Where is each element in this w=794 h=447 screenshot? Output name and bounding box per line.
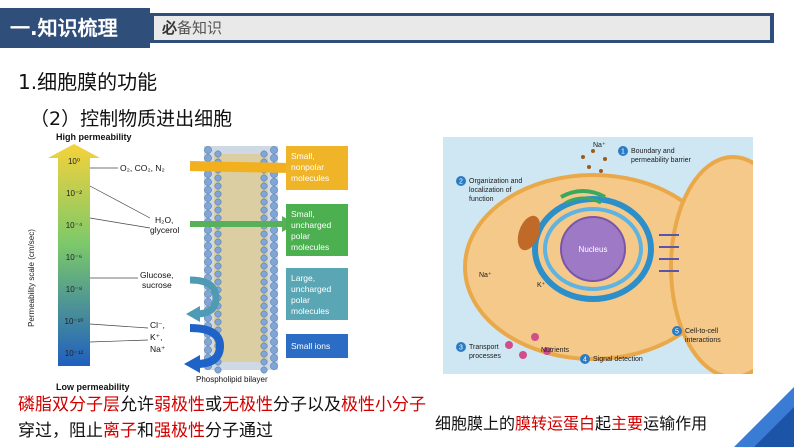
label-celltocell-2: interactions bbox=[685, 337, 721, 344]
section-title: 一.知识梳理 bbox=[0, 8, 150, 48]
badge-3: 3 bbox=[459, 345, 463, 352]
subtitle-bar: 必备知识 bbox=[150, 13, 774, 43]
header-bar: 一.知识梳理 必备知识 bbox=[0, 8, 794, 48]
caption-left: 磷脂双分子层允许弱极性或无极性分子以及极性小分子穿过，阻止离子和强极性分子通过 bbox=[18, 392, 428, 444]
label-signal: Signal detection bbox=[593, 356, 643, 363]
heading: 1.细胞膜的功能 bbox=[18, 66, 157, 95]
label-organization-3: function bbox=[469, 196, 494, 203]
ion-na: Na⁺ bbox=[150, 344, 166, 354]
ion-cl: Cl⁻, bbox=[150, 320, 165, 330]
label-boundary-1: Boundary and bbox=[631, 148, 675, 155]
box-nonpolar-line-1: Small, bbox=[291, 151, 315, 161]
label-celltocell-1: Cell-to-cell bbox=[685, 328, 719, 335]
label-na-top: Na⁺ bbox=[593, 142, 606, 149]
caption-right: 细胞膜上的膜转运蛋白起主要运输作用 bbox=[435, 410, 707, 434]
low-permeability-label: Low permeability bbox=[56, 382, 130, 392]
caption-right-part-4: 运输作用 bbox=[643, 414, 707, 433]
nucleus-label: Nucleus bbox=[579, 245, 608, 254]
molecule-gases: O₂, CO₂, N₂ bbox=[120, 163, 165, 173]
arrow-ions-head bbox=[184, 355, 200, 373]
caption-left-part-0: 磷脂双分子层 bbox=[18, 395, 120, 415]
box-large-line-3: polar bbox=[291, 295, 310, 305]
subtitle-bold: 必 bbox=[162, 19, 177, 37]
badge-2: 2 bbox=[459, 179, 463, 186]
caption-left-part-7: 穿过，阻止 bbox=[18, 421, 103, 441]
tick-2: 10⁻⁴ bbox=[66, 221, 83, 230]
box-nonpolar-line-2: nonpolar bbox=[291, 162, 324, 172]
ion-k: K⁺, bbox=[150, 332, 163, 342]
box-large-line-1: Large, bbox=[291, 273, 315, 283]
box-polar-line-3: polar bbox=[291, 231, 310, 241]
molecule-glucose: Glucose, bbox=[140, 270, 174, 280]
tick-6: 10⁻¹² bbox=[65, 349, 84, 358]
caption-left-part-5: 分子以及 bbox=[273, 395, 341, 415]
caption-left-part-11: 分子通过 bbox=[205, 421, 273, 441]
caption-right-part-3: 主要 bbox=[611, 414, 643, 433]
label-boundary-2: permeability barrier bbox=[631, 157, 692, 164]
high-permeability-label: High permeability bbox=[56, 132, 132, 142]
caption-left-part-1: 允许 bbox=[120, 395, 154, 415]
subtitle-text: 必备知识 bbox=[154, 16, 770, 40]
caption-left-part-9: 和 bbox=[137, 421, 154, 441]
badge-4: 4 bbox=[583, 357, 587, 364]
box-polar-line-4: molecules bbox=[291, 242, 329, 252]
caption-left-part-4: 无极性 bbox=[222, 395, 273, 415]
caption-left-part-3: 或 bbox=[205, 395, 222, 415]
box-polar-line-2: uncharged bbox=[291, 220, 331, 230]
caption-right-part-1: 膜转运蛋白 bbox=[515, 414, 595, 433]
box-large-line-2: uncharged bbox=[291, 284, 331, 294]
caption-left-part-6: 极性小分子 bbox=[341, 395, 426, 415]
badge-1: 1 bbox=[621, 149, 625, 156]
label-na-left: Na⁺ bbox=[479, 272, 492, 279]
box-ions-line-1: Small ions bbox=[291, 341, 330, 351]
caption-left-part-8: 离子 bbox=[103, 421, 137, 441]
subheading: （2）控制物质进出细胞 bbox=[30, 104, 232, 131]
molecule-sucrose: sucrose bbox=[142, 280, 172, 290]
arrow-nonpolar bbox=[190, 166, 288, 168]
caption-left-part-10: 强极性 bbox=[154, 421, 205, 441]
tick-0: 10⁰ bbox=[68, 157, 80, 166]
caption-left-part-2: 弱极性 bbox=[154, 395, 205, 415]
bilayer-label: Phospholipid bilayer bbox=[196, 375, 268, 384]
box-polar-line-1: Small, bbox=[291, 209, 315, 219]
label-transport-1: Transport bbox=[469, 344, 499, 351]
cell-figure: Nucleus 1 2 3 4 5 Boundary and permeabil… bbox=[443, 137, 753, 374]
arrow-large-polar-head bbox=[186, 306, 200, 322]
label-k: K⁺ bbox=[537, 282, 546, 289]
label-organization-2: localization of bbox=[469, 187, 511, 194]
tick-3: 10⁻⁶ bbox=[66, 253, 82, 262]
molecule-water: H₂O, bbox=[155, 215, 173, 225]
box-nonpolar-line-3: molecules bbox=[291, 173, 329, 183]
caption-right-part-2: 起 bbox=[595, 414, 611, 433]
label-transport-2: processes bbox=[469, 353, 501, 360]
label-nutrients: Nutrients bbox=[541, 347, 570, 354]
molecule-glycerol: glycerol bbox=[150, 225, 179, 235]
permeability-figure: High permeability Low permeability Perme… bbox=[20, 128, 350, 393]
subtitle-rest: 备知识 bbox=[177, 19, 222, 37]
tick-1: 10⁻² bbox=[66, 189, 82, 198]
label-organization-1: Organization and bbox=[469, 178, 522, 185]
axis-label: Permeability scale (cm/sec) bbox=[27, 229, 36, 327]
caption-right-part-0: 细胞膜上的 bbox=[435, 414, 515, 433]
tick-4: 10⁻⁸ bbox=[66, 285, 83, 294]
tick-5: 10⁻¹⁰ bbox=[65, 317, 84, 326]
badge-5: 5 bbox=[675, 329, 679, 336]
box-large-line-4: molecules bbox=[291, 306, 329, 316]
corner-decoration-dark bbox=[754, 407, 794, 447]
